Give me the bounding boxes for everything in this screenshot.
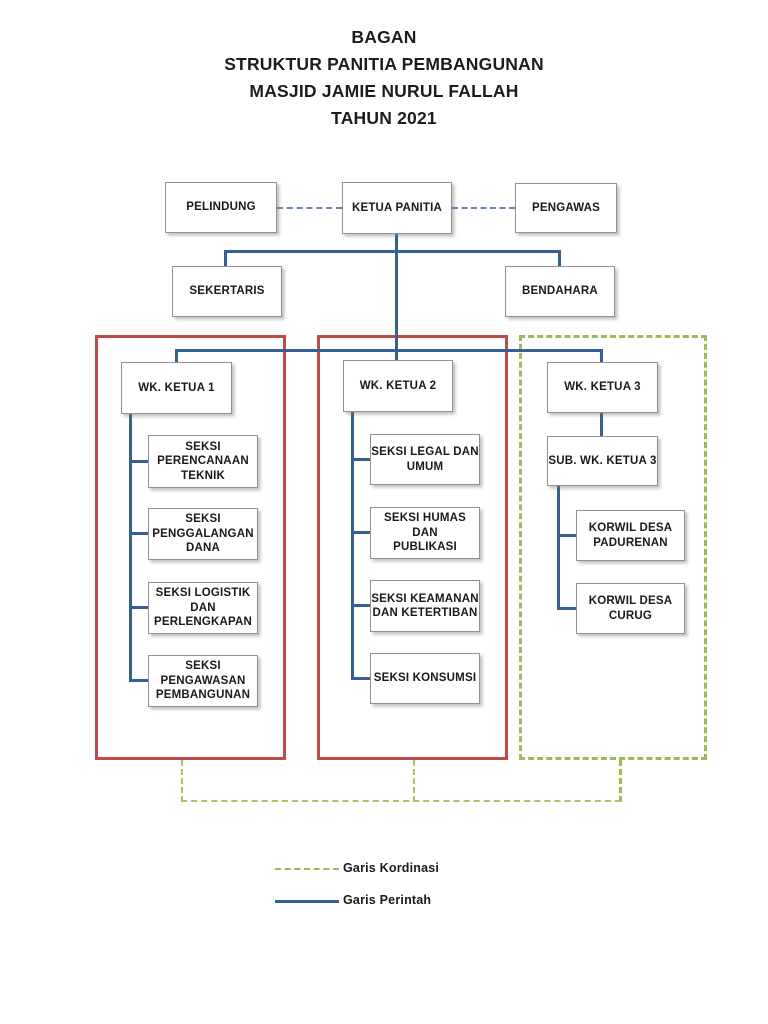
group-frame-wk3	[519, 335, 707, 760]
node-ketua-panitia: KETUA PANITIA	[342, 182, 452, 234]
command-line-col1-stub-3	[129, 606, 148, 609]
node-seksi-logistik-perlengkapan: SEKSI LOGISTIK DAN PERLENGKAPAN	[148, 582, 258, 634]
node-korwil-desa-padurenan: KORWIL DESA PADURENAN	[576, 510, 685, 561]
node-seksi-keamanan-ketertiban: SEKSI KEAMANAN DAN KETERTIBAN	[370, 580, 480, 632]
coordination-line-bottom-horizontal	[181, 800, 621, 802]
command-line-bendahara-stub	[558, 250, 561, 266]
command-line-col1-stub-4	[129, 679, 148, 682]
coordination-line-group2-down	[413, 760, 415, 802]
relation-line-ketua-pengawas	[452, 207, 515, 209]
node-seksi-konsumsi: SEKSI KONSUMSI	[370, 653, 480, 704]
legend-solid-line-swatch	[275, 900, 339, 903]
command-line-col2-stub-4	[351, 677, 370, 680]
title-line-4: TAHUN 2021	[331, 108, 437, 128]
node-wk-ketua-2: WK. KETUA 2	[343, 360, 453, 412]
node-korwil-desa-curug: KORWIL DESA CURUG	[576, 583, 685, 634]
legend-dashed-line-swatch	[275, 868, 339, 870]
command-line-wk1-stub	[175, 349, 178, 362]
group-frame-wk1	[95, 335, 286, 760]
node-seksi-humas-dan-publikasi: SEKSI HUMAS DAN PUBLIKASI	[370, 507, 480, 559]
node-sekertaris: SEKERTARIS	[172, 266, 282, 317]
command-line-col2-stub-3	[351, 604, 370, 607]
command-line-col2-stub-1	[351, 458, 370, 461]
command-line-wk3-stub	[600, 349, 603, 363]
node-seksi-penggalangan-dana: SEKSI PENGGALANGAN DANA	[148, 508, 258, 560]
coordination-line-group1-down	[181, 760, 183, 802]
command-line-row3-horizontal	[175, 349, 603, 352]
command-line-col3-stub-2	[557, 607, 576, 610]
node-seksi-legal-dan-umum: SEKSI LEGAL DAN UMUM	[370, 434, 480, 485]
node-seksi-pengawasan-pembangunan: SEKSI PENGAWASAN PEMBANGUNAN	[148, 655, 258, 707]
node-sub-wk-ketua-3: SUB. WK. KETUA 3	[547, 436, 658, 486]
command-line-col2-stub-2	[351, 531, 370, 534]
node-seksi-perencanaan-teknik: SEKSI PERENCANAAN TEKNIK	[148, 435, 258, 488]
node-bendahara: BENDAHARA	[505, 266, 615, 317]
command-line-row2-horizontal	[224, 250, 561, 253]
command-line-col2-spine	[351, 412, 354, 680]
node-pelindung: PELINDUNG	[165, 182, 277, 233]
command-line-ketua-down	[395, 234, 398, 361]
command-line-wk3-to-sub	[600, 413, 603, 436]
title-line-2: STRUKTUR PANITIA PEMBANGUNAN	[224, 54, 544, 74]
legend-label-kordinasi: Garis Kordinasi	[343, 861, 440, 875]
legend-label-perintah: Garis Perintah	[343, 893, 432, 907]
node-wk-ketua-1: WK. KETUA 1	[121, 362, 232, 414]
title-line-3: MASJID JAMIE NURUL FALLAH	[249, 81, 519, 101]
command-line-col3-stub-1	[557, 534, 576, 537]
node-wk-ketua-3: WK. KETUA 3	[547, 362, 658, 413]
coordination-line-group3-down	[619, 760, 622, 802]
command-line-col1-stub-2	[129, 532, 148, 535]
node-pengawas: PENGAWAS	[515, 183, 617, 233]
command-line-col3-spine	[557, 486, 560, 610]
command-line-sekertaris-stub	[224, 250, 227, 266]
title-line-1: BAGAN	[351, 27, 417, 47]
relation-line-pelindung-ketua	[277, 207, 342, 209]
group-frame-wk2	[317, 335, 508, 760]
command-line-col1-spine	[129, 414, 132, 682]
command-line-col1-stub-1	[129, 460, 148, 463]
page-title: BAGAN STRUKTUR PANITIA PEMBANGUNAN MASJI…	[0, 24, 768, 132]
